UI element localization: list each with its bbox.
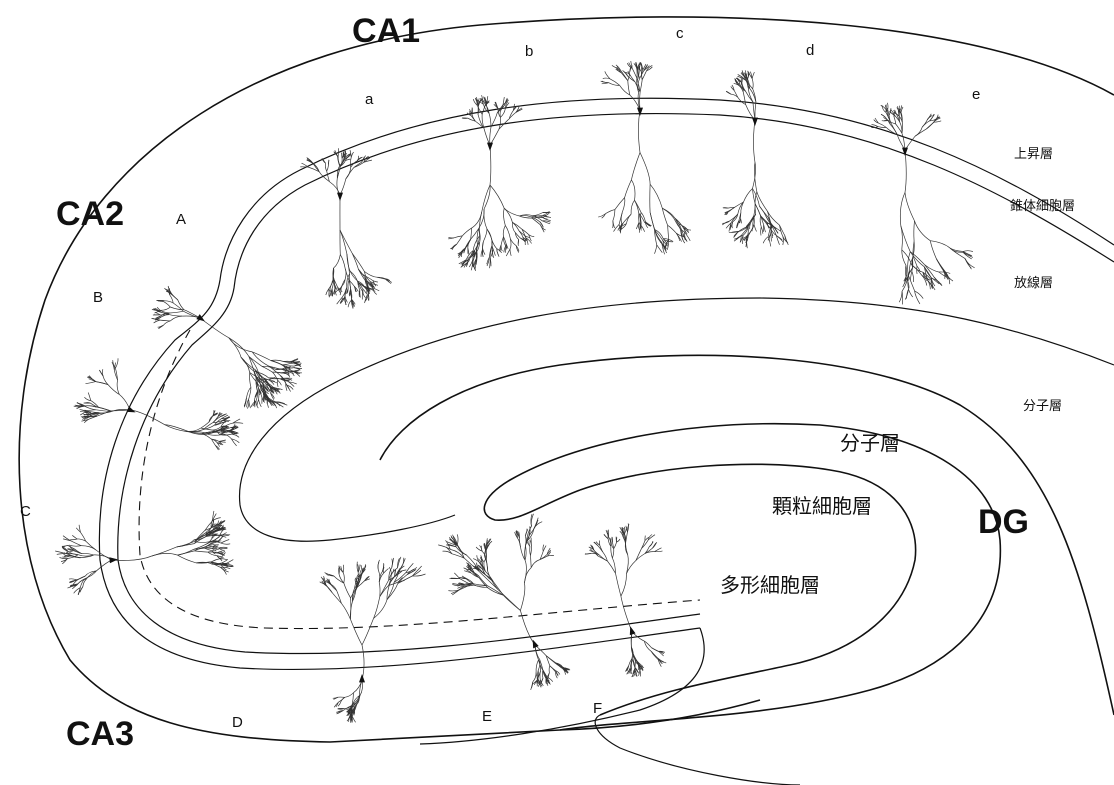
neuron-D: [320, 557, 426, 723]
neuron-A: [152, 286, 303, 409]
neuron-label-A: A: [176, 211, 186, 228]
dg-layer-moleculare-label: 分子層: [840, 431, 900, 455]
neuron-B: [74, 358, 243, 450]
ca1-layer-radiatum-label: 放線層: [1014, 275, 1053, 291]
hippocampus-outer-boundary: [19, 17, 1114, 742]
region-label-ca1: CA1: [352, 12, 420, 50]
neuron-group: [55, 61, 974, 723]
pyramidal-layer-outer-line: [99, 98, 1114, 669]
neuron-b-soma: [487, 143, 493, 151]
neuron-b: [448, 95, 551, 271]
region-label-ca3: CA3: [66, 715, 134, 753]
neuron-F: [585, 523, 666, 677]
neuron-c: [598, 61, 691, 254]
neuron-E: [438, 514, 570, 690]
neuron-c-soma: [637, 108, 643, 116]
ca1-layer-moleculare-label: 分子層: [1023, 399, 1062, 414]
neuron-label-B: B: [93, 289, 103, 306]
neuron-label-b: b: [525, 43, 533, 60]
region-label-ca2: CA2: [56, 195, 124, 233]
neuron-label-d: d: [806, 42, 814, 59]
neuron-label-e: e: [972, 86, 980, 103]
neuron-label-E: E: [482, 708, 492, 725]
dg-layer-polymorphic-label: 多形細胞層: [720, 573, 820, 597]
ca1-layer-oriens-label: 上昇層: [1014, 147, 1053, 162]
dg-layer-granular-label: 顆粒細胞層: [772, 494, 872, 518]
hilus-boundary: [420, 628, 704, 744]
neuron-d-soma: [752, 118, 758, 126]
neuron-a-soma: [337, 193, 343, 201]
neuron-label-C: C: [20, 503, 31, 520]
neuron-label-c: c: [676, 25, 684, 42]
neuron-label-F: F: [593, 700, 602, 717]
region-label-dg: DG: [978, 503, 1029, 541]
neuron-a: [300, 148, 392, 308]
ca1-layer-pyramidal-label: 錐体細胞層: [1010, 199, 1075, 214]
neuron-D-soma: [359, 674, 365, 682]
neuron-B-soma: [127, 406, 136, 412]
neuron-d: [722, 70, 788, 248]
neuron-label-D: D: [232, 714, 243, 731]
neuron-label-a: a: [365, 91, 374, 108]
neuron-e: [871, 103, 974, 305]
neuron-C: [55, 511, 233, 595]
neuron-F-soma: [630, 626, 636, 635]
